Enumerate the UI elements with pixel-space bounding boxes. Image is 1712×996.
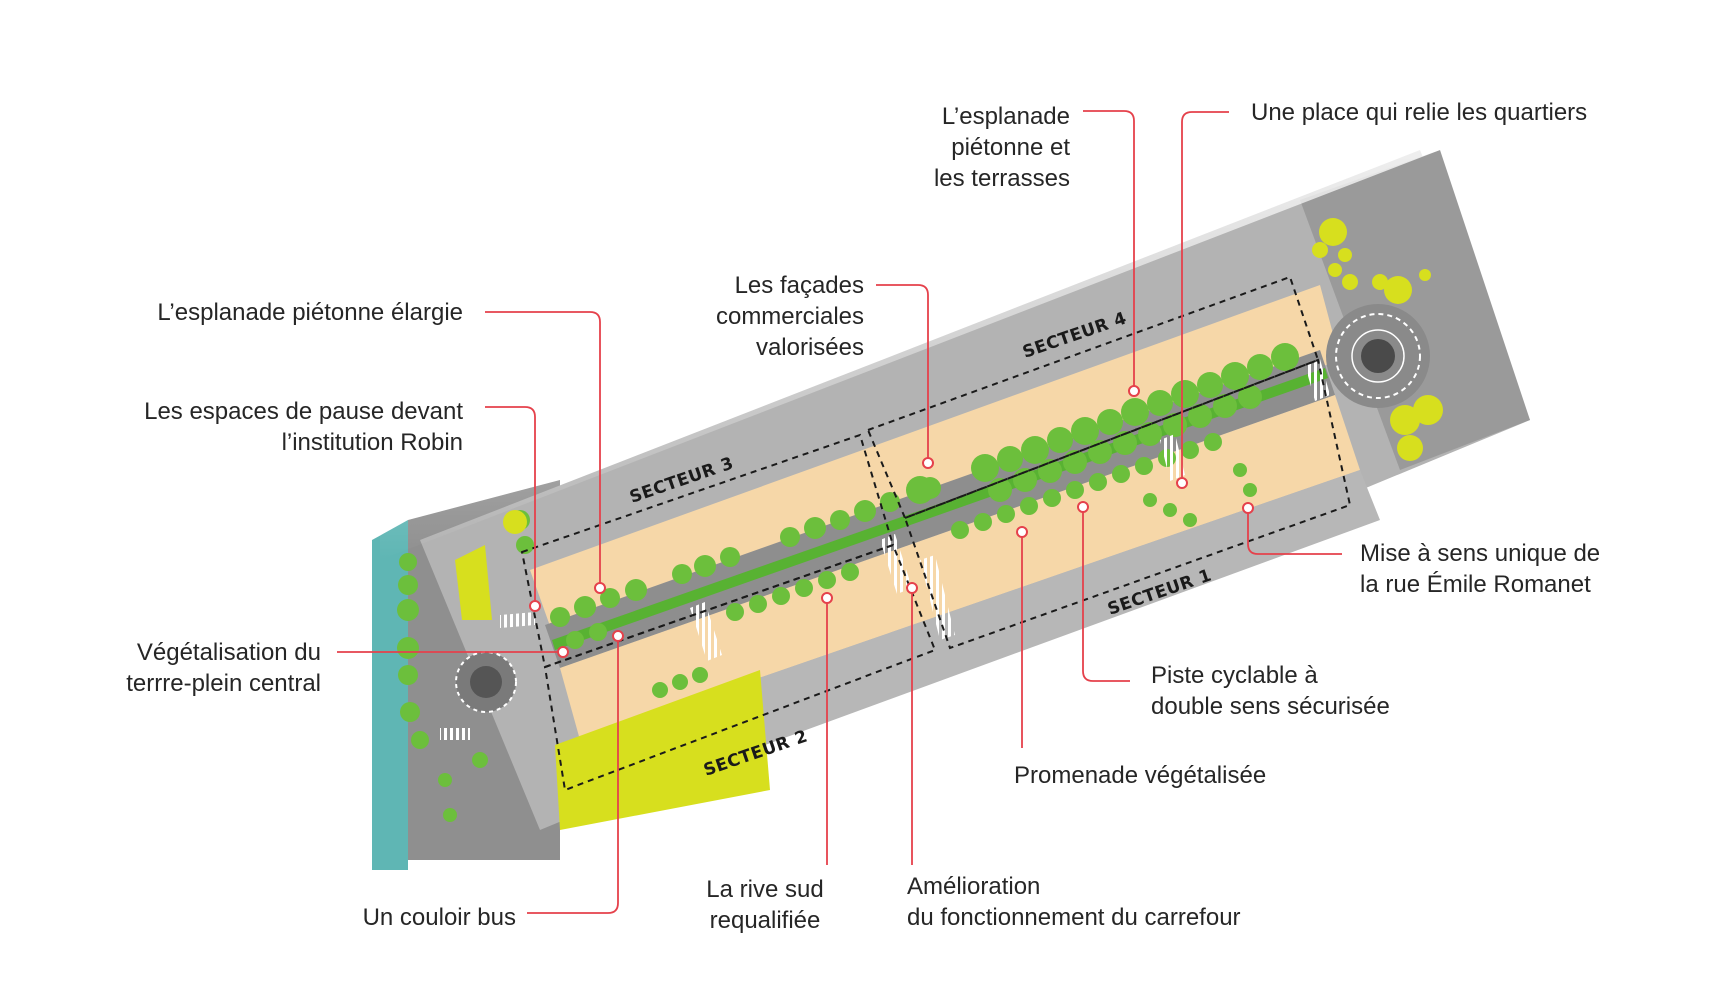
leader-facades <box>876 284 929 463</box>
label-amelioration: Amélioration du fonctionnement du carref… <box>907 873 1241 931</box>
leader-endpoints <box>529 385 1254 658</box>
tree-row-south <box>566 433 1257 698</box>
leader-couloir-bus <box>527 636 619 914</box>
sector-boxes <box>520 275 1352 792</box>
tree-row-north <box>550 343 1299 627</box>
leader-mise-sens-unique <box>1247 508 1342 555</box>
tree-cluster-yellow <box>503 218 1443 534</box>
leader-place-quartiers <box>1181 111 1229 483</box>
water-canal <box>372 520 408 870</box>
label-mise-sens-unique: Mise à sens unique de la rue Émile Roman… <box>1360 540 1601 598</box>
leader-esplanade-elargie <box>485 311 601 588</box>
sector-2-box <box>543 543 937 792</box>
label-espaces-pause: Les espaces de pause devant l’institutio… <box>144 398 463 456</box>
leader-piste-cyclable <box>1082 507 1130 682</box>
label-piste-cyclable: Piste cyclable à double sens sécurisée <box>1151 662 1390 720</box>
label-esplanade-terrasses: L’esplanade piétonne et les terrasses <box>933 103 1070 192</box>
leader-lines <box>337 110 1342 914</box>
sector-4-box <box>866 275 1320 520</box>
map-fade <box>380 40 1440 560</box>
label-rive-sud: La rive sud requalifiée <box>706 876 824 934</box>
label-esplanade-elargie: L’esplanade piétonne élargie <box>157 299 463 326</box>
site-map <box>372 40 1530 870</box>
leader-esplanade-terrasses <box>1083 110 1135 391</box>
label-vegetalisation: Végétalisation du terrre-plein central <box>126 639 321 697</box>
leader-espaces-pause <box>485 406 536 606</box>
right-context <box>1300 150 1530 470</box>
sector-1-box <box>903 358 1352 650</box>
north-green-patch <box>455 545 492 620</box>
label-couloir-bus: Un couloir bus <box>362 904 516 931</box>
south-promenade <box>560 395 1360 740</box>
sector-3-box <box>520 433 895 669</box>
label-facades: Les façades commerciales valorisées <box>715 272 864 361</box>
label-place-quartiers: Une place qui relie les quartiers <box>1251 99 1588 126</box>
label-promenade: Promenade végétalisée <box>1014 762 1267 789</box>
south-park <box>555 670 770 830</box>
